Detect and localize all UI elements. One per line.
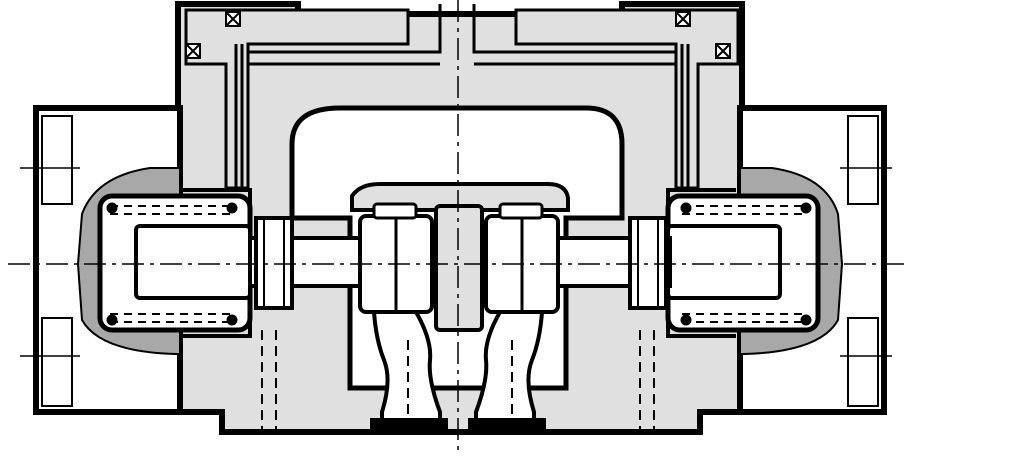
seal-marker-3 xyxy=(675,11,691,27)
pilot-top-section xyxy=(184,4,740,190)
spool xyxy=(248,202,672,332)
seal-marker-1 xyxy=(225,11,241,27)
left-spring-housing xyxy=(97,188,253,338)
center-lines xyxy=(8,0,910,456)
seal-marker-group xyxy=(185,11,731,59)
seal-marker-4 xyxy=(715,43,731,59)
hidden-passages xyxy=(261,330,655,430)
lower-ports xyxy=(370,310,546,430)
right-spring-housing xyxy=(665,188,821,338)
seal-marker-2 xyxy=(185,43,201,59)
